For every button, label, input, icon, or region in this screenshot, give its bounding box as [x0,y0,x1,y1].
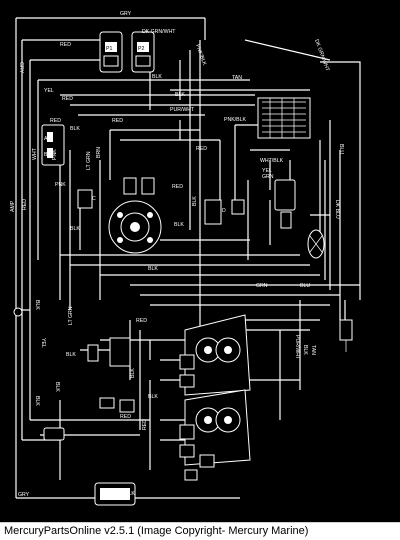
wire-label: BLK [66,352,76,358]
main-harness [15,17,361,499]
wire-label: BLK [152,74,162,80]
wire-label: PNK [55,182,66,188]
wire-label: GRN [256,283,268,289]
carburetor-lower [179,389,251,468]
wire-label: BLK [175,92,185,98]
wiring-diagram-panel: GRY DK GRN/WHT PNK/BLK DK GRN/WHT RED GR… [0,0,400,522]
carburetor-upper [179,314,251,396]
wire-label: RED [50,118,61,124]
wire-label: RED [22,199,28,210]
wire-label: DK BLU [334,200,340,219]
wire-label: WHT [32,147,38,160]
wire-label: BRN [96,147,102,158]
wire-label: YEL [262,168,272,174]
wire-label: GRY [18,62,24,74]
wire-label: RED [112,118,123,124]
wire-label: BLU [338,144,344,154]
wire-label: RED [172,184,183,190]
wire-label: TAN [232,75,242,81]
wire-label: RED [120,414,131,420]
wire-label: TAN [310,345,316,355]
wire-label: GRY [120,11,132,17]
connector-label: D [222,208,226,214]
connector-label: B [44,152,48,158]
wire-label: BLK [70,126,80,132]
wire-label: RED [142,419,148,430]
wire-label: RED [136,318,147,324]
wire-label: BLK [130,368,136,378]
wire-label: BLK [148,266,158,272]
wire-label: LT GRN [68,306,74,325]
wire-label: RED [60,42,71,48]
wire-label: YEL [40,338,46,348]
wire-label: BLK [34,300,40,310]
wire-label: PNK [52,149,58,160]
wire-label: PUR/WHT [170,107,195,113]
caption-bar: MercuryPartsOnline v2.5.1 (Image Copyrig… [0,522,400,540]
wire-label: PNK/BLK [224,117,246,123]
wire-label: BLU [300,283,310,289]
wire-label: BLK [34,396,40,406]
wire-label: BLK [174,222,184,228]
wire-label: BLK [192,196,198,206]
connector-label: A [44,136,48,142]
wire-label: RED [196,146,207,152]
wire-label: YEL [44,88,54,94]
wire-label: RED [62,96,73,102]
distributor [108,200,162,254]
wire-label: BLK [148,394,158,400]
wire-label: BLK [54,382,60,392]
ignition-coils-top [99,31,155,73]
wire-label: LT GRN [86,151,92,170]
wire-label: AMP [10,200,16,212]
wire-label: PUR/WHT [294,335,300,360]
wiring-diagram: GRY DK GRN/WHT PNK/BLK DK GRN/WHT RED GR… [10,11,361,506]
wire-label: BLK [302,345,308,355]
wire-label: WHT/BLK [260,158,284,164]
wire-label: BLK [125,491,135,497]
small-connectors [13,124,353,506]
connector-label: P2 [138,46,144,52]
wire-label: BLK [70,226,80,232]
voltage-regulator [257,97,311,139]
wire-label: GRN [262,174,274,180]
wire-label: GRY [18,492,30,498]
wire-labels: GRY DK GRN/WHT PNK/BLK DK GRN/WHT RED GR… [10,11,344,498]
connector-label: P1 [106,46,112,52]
image-caption: MercuryPartsOnline v2.5.1 (Image Copyrig… [4,525,309,537]
wire-label: DK GRN/WHT [142,29,176,35]
connector-label: C [92,196,96,202]
